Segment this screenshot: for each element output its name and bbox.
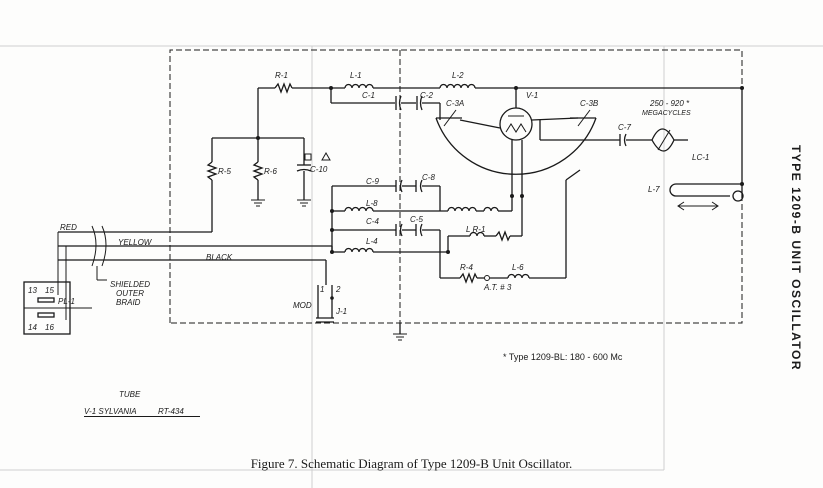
label-j1-pin2: 2 <box>335 285 341 294</box>
label-l6: L-6 <box>512 263 524 272</box>
resistor-r4 <box>459 272 478 284</box>
tube-type: RT-434 <box>158 407 184 416</box>
tube-table-heading: TUBE <box>119 390 141 399</box>
page-fold-lines <box>0 45 823 488</box>
label-l4: L-4 <box>366 237 378 246</box>
label-freq-range: 250 - 920 * <box>649 99 690 108</box>
inductor-lr1 <box>469 231 485 237</box>
label-c5: C-5 <box>410 215 423 224</box>
component-labels: R-1 L-1 L-2 C-1 C-2 C-3A V-1 C-3B 250 - … <box>28 71 709 332</box>
resistor-r6 <box>252 161 264 181</box>
label-c7: C-7 <box>618 123 631 132</box>
label-red: RED <box>60 223 77 232</box>
label-mod: MOD <box>293 301 312 310</box>
label-r5: R-5 <box>218 167 231 176</box>
inductor-l1 <box>344 83 374 89</box>
ground-symbol <box>297 199 311 207</box>
inductor-l2 <box>439 83 476 89</box>
label-pin13: 13 <box>28 286 37 295</box>
inductor-l6 <box>507 273 530 279</box>
label-c3a: C-3A <box>446 99 464 108</box>
label-pin16: 16 <box>45 323 54 332</box>
label-braid: BRAID <box>116 298 141 307</box>
filter-network <box>331 169 581 284</box>
output-loop-l7 <box>669 88 744 211</box>
label-l1: L-1 <box>350 71 362 80</box>
label-c9: C-9 <box>366 177 379 186</box>
resistor-r1 <box>274 82 293 94</box>
label-l2: L-2 <box>452 71 464 80</box>
label-v1: V-1 <box>526 91 538 100</box>
resonator-lc1 <box>651 128 675 152</box>
ground-symbol <box>251 199 265 207</box>
shield-braid <box>91 225 107 267</box>
label-pl1: PL-1 <box>58 297 75 306</box>
label-c8: C-8 <box>422 173 435 182</box>
inductor-l8 <box>344 206 374 212</box>
figure-caption: Figure 7. Schematic Diagram of Type 1209… <box>250 456 573 471</box>
label-c4: C-4 <box>366 217 379 226</box>
inductor-l4 <box>344 247 374 253</box>
label-l7: L-7 <box>648 185 660 194</box>
label-lc1: LC-1 <box>692 153 709 162</box>
cable-and-jack <box>57 209 407 341</box>
label-c3b: C-3B <box>580 99 599 108</box>
label-c10: C-10 <box>310 165 328 174</box>
plug-pl1 <box>23 281 92 335</box>
label-lr1: L R-1 <box>466 225 485 234</box>
tube-v1 <box>459 88 579 196</box>
ground-symbol <box>393 333 407 341</box>
label-at3: A.T. # 3 <box>483 283 512 292</box>
grid-bias-network <box>206 138 331 232</box>
resistor-r5 <box>206 161 218 181</box>
label-j1-pin1: 1 <box>320 285 324 294</box>
label-outer: OUTER <box>116 289 144 298</box>
label-black: BLACK <box>206 253 233 262</box>
label-freq-unit: MEGACYCLES <box>642 110 691 117</box>
tube-table-row: V-1 SYLVANIA RT-434 <box>84 407 200 417</box>
tuning-capacitor-c3 <box>435 109 688 175</box>
label-r1: R-1 <box>275 71 288 80</box>
label-pin15: 15 <box>45 286 54 295</box>
label-shielded: SHIELDED <box>110 280 150 289</box>
vertical-title: TYPE 1209-B UNIT OSCILLATOR <box>789 144 803 372</box>
label-yellow: YELLOW <box>118 238 153 247</box>
label-pin14: 14 <box>28 323 37 332</box>
label-r4: R-4 <box>460 263 473 272</box>
frequency-footnote: * Type 1209-BL: 180 - 600 Mc <box>503 352 623 362</box>
label-c1: C-1 <box>362 91 375 100</box>
label-r6: R-6 <box>264 167 277 176</box>
tube-designator: V-1 SYLVANIA <box>84 407 137 416</box>
label-j1: J-1 <box>335 307 347 316</box>
label-l8: L-8 <box>366 199 378 208</box>
label-c2: C-2 <box>420 91 433 100</box>
